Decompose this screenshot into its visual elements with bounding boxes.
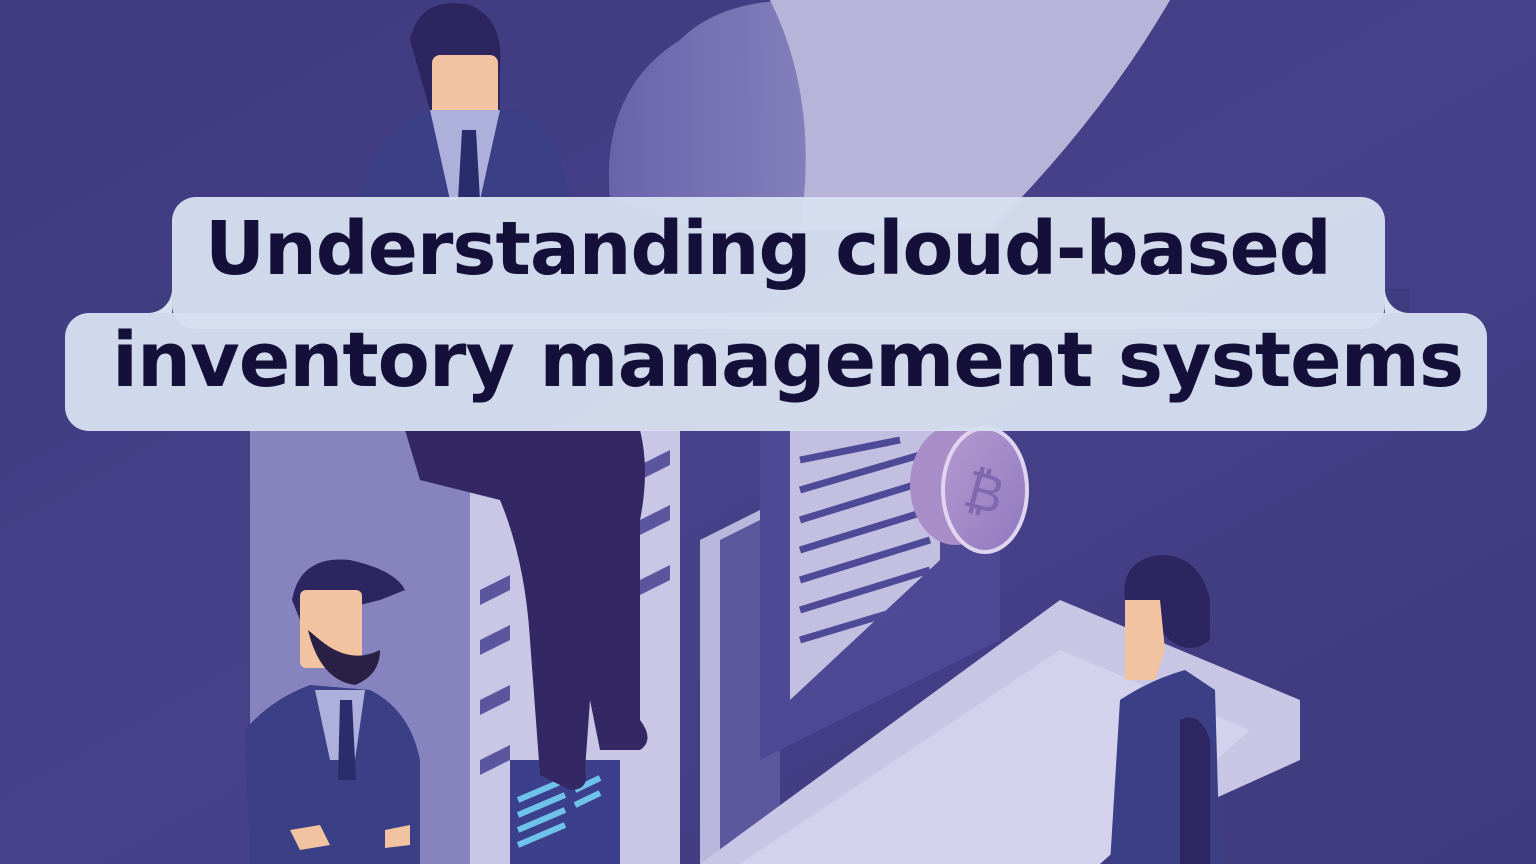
coin-icon: ₿ — [910, 425, 1029, 554]
bearded-businessman-icon — [245, 559, 420, 864]
businessman-sitting-on-server-icon — [360, 3, 648, 790]
businessman-at-laptop-icon — [1110, 555, 1220, 864]
document-icon — [790, 430, 940, 700]
cloud-icon — [608, 0, 1170, 230]
